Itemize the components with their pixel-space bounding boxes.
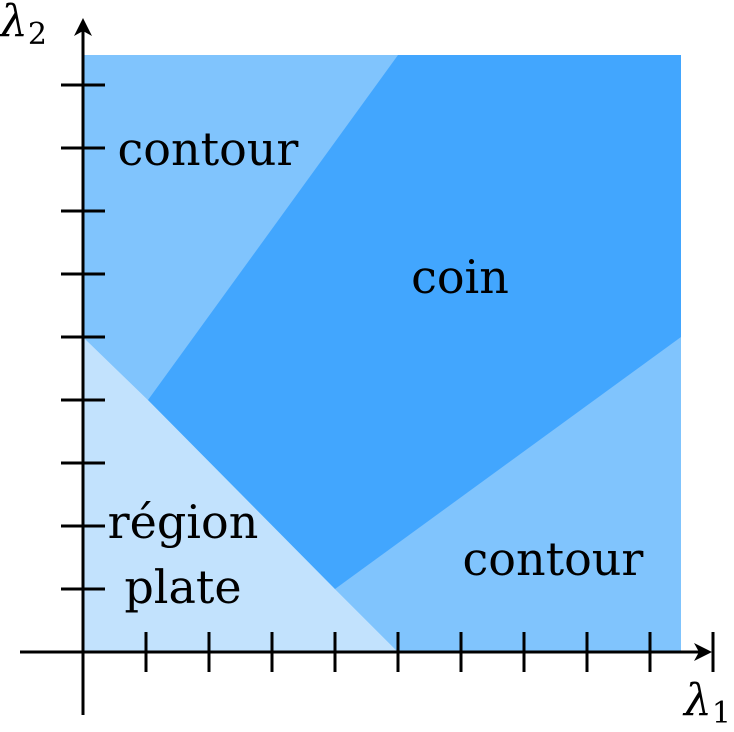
edge-right-label: contour xyxy=(463,532,644,586)
y-axis-label: λ2 xyxy=(0,0,47,52)
y-axis-subscript: 2 xyxy=(28,17,47,52)
x-axis-arrowhead xyxy=(694,643,712,661)
flat-label-line1: région xyxy=(108,495,259,549)
y-axis-symbol: λ xyxy=(0,0,28,47)
edge-region-top xyxy=(83,55,398,400)
x-axis-subscript: 1 xyxy=(712,696,731,727)
y-axis-ticks xyxy=(61,83,105,591)
flat-region xyxy=(83,337,398,652)
edge-region-right xyxy=(335,337,681,652)
corner-label: coin xyxy=(411,250,509,304)
y-axis-arrowhead xyxy=(74,18,92,36)
edge-top-label: contour xyxy=(118,122,299,176)
x-axis-symbol: λ xyxy=(682,675,712,726)
flat-label-line2: plate xyxy=(124,560,241,614)
x-axis-label: λ1 xyxy=(682,675,731,727)
corner-region xyxy=(148,55,681,589)
x-axis-ticks xyxy=(144,632,715,672)
